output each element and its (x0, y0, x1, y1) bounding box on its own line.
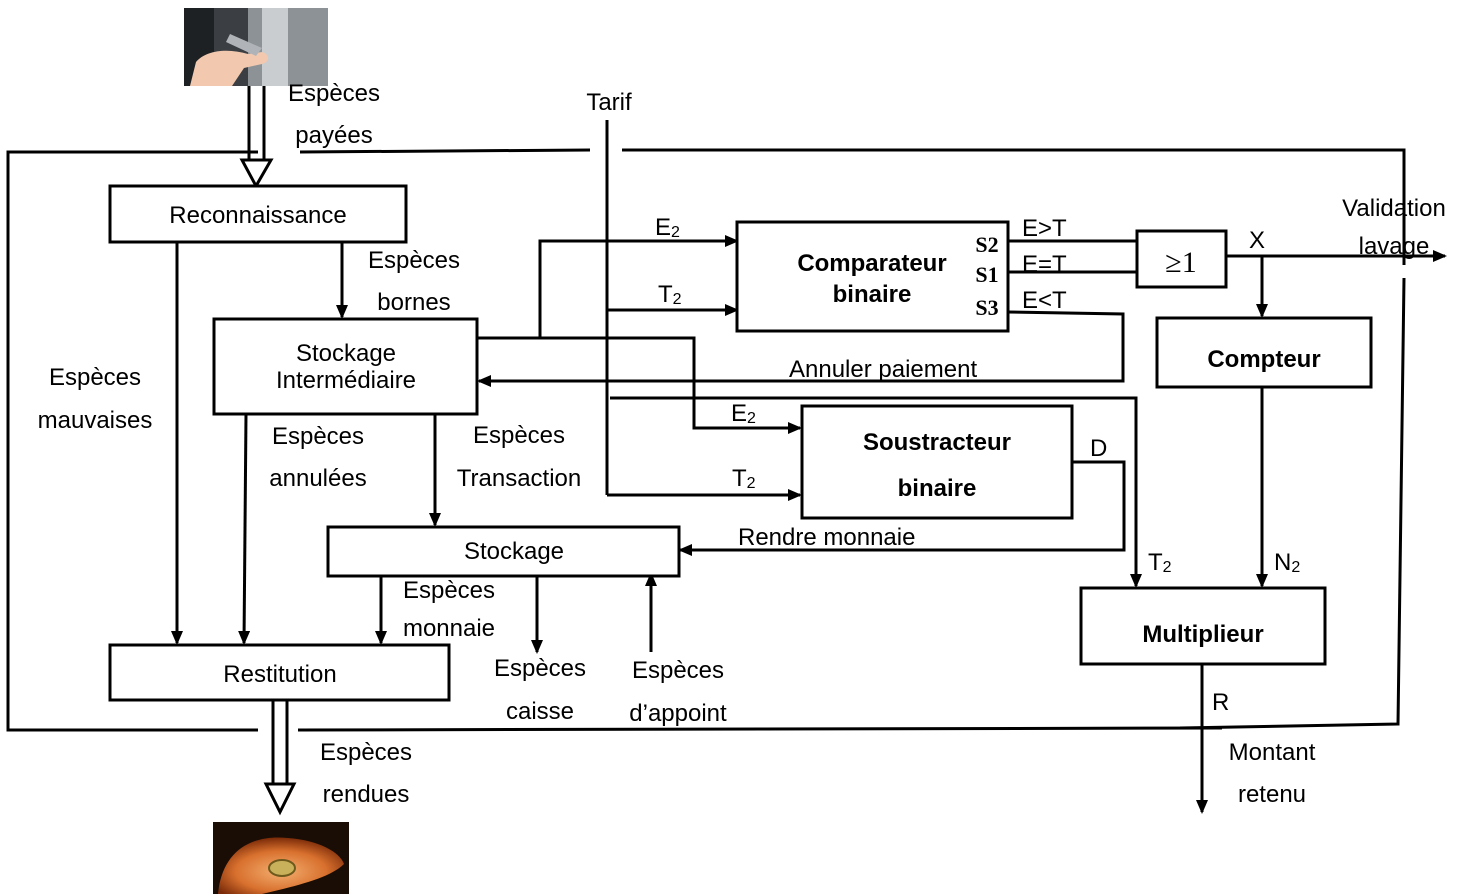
x-label: X (1249, 227, 1265, 254)
compteur-label: Compteur (1207, 346, 1320, 373)
especes-mauvaises-label-1: Espèces (49, 364, 141, 391)
tarif-label: Tarif (586, 89, 632, 116)
montant-label-1: Montant (1229, 739, 1316, 766)
t2-multiplieur-label: T2 (1148, 549, 1172, 576)
restitution-block (108, 643, 451, 702)
comparateur-label-1: Comparateur (797, 250, 946, 277)
especes-appoint-label-1: Espèces (632, 657, 724, 684)
t2-comparateur-label: T2 (658, 281, 682, 308)
especes-rendues-label-2: rendues (323, 781, 410, 808)
outer-loop-left (6, 150, 258, 732)
montant-label-2: retenu (1238, 781, 1306, 808)
d-label: D (1090, 435, 1107, 462)
port-s3: S3 (975, 295, 998, 320)
especes-payees-double-arrow (239, 86, 274, 190)
t2-to-multiplieur (610, 396, 1142, 588)
stockage-inter-label-1: Stockage (296, 340, 396, 367)
annuler-paiement-label: Annuler paiement (789, 356, 977, 383)
or-gate-label: ≥1 (1165, 246, 1196, 279)
soustracteur-label-2: binaire (898, 475, 977, 502)
restitution-label: Restitution (223, 661, 336, 688)
especes-annulees-label-1: Espèces (272, 423, 364, 450)
especes-transaction-label-1: Espèces (473, 422, 565, 449)
reconnaissance-block (108, 184, 408, 244)
outer-loop-top-mid (299, 148, 591, 154)
outer-loop-top-right (622, 148, 1406, 265)
port-s1: S1 (975, 262, 998, 287)
especes-annulees-label-2: annulées (269, 465, 366, 492)
rendre-monnaie-line (678, 460, 1126, 556)
especes-rendues-label-1: Espèces (320, 739, 412, 766)
egt-label: E>T (1022, 215, 1067, 242)
rendre-monnaie-label: Rendre monnaie (738, 524, 915, 551)
port-s2: S2 (975, 232, 998, 257)
stockage-label: Stockage (464, 538, 564, 565)
outer-loop-bottom (297, 726, 1223, 732)
outer-loop-right (1179, 277, 1406, 730)
especes-mauvaises-label-2: mauvaises (38, 407, 153, 434)
especes-bornes-label-2: bornes (377, 289, 450, 316)
coin-insert-photo (184, 8, 328, 86)
multiplieur-label: Multiplieur (1142, 621, 1263, 648)
e2-to-comparateur (477, 235, 739, 340)
especes-payees-label-1: Espèces (288, 80, 380, 107)
especes-rendues-double-arrow (263, 700, 297, 816)
especes-appoint-label-2: d’appoint (629, 700, 727, 727)
especes-payees-label-2: payées (295, 122, 372, 149)
soustracteur-label-1: Soustracteur (863, 429, 1011, 456)
stockage-intermediaire-block (212, 317, 479, 416)
validation-label-1: Validation (1342, 195, 1446, 222)
soustracteur-block (800, 404, 1074, 520)
coin-return-photo (213, 822, 349, 894)
especes-monnaie-label-2: monnaie (403, 615, 495, 642)
stockage-block (326, 525, 681, 578)
comparateur-label-2: binaire (833, 281, 912, 308)
annuler-paiement-line (477, 310, 1125, 387)
especes-transaction-label-2: Transaction (457, 465, 582, 492)
e2-comparateur-label: E2 (655, 214, 680, 241)
e2-soustracteur-label: E2 (731, 400, 756, 427)
reconnaissance-label: Reconnaissance (169, 202, 346, 229)
validation-label-2: lavage (1359, 233, 1430, 260)
especes-bornes-label-1: Espèces (368, 247, 460, 274)
r-label: R (1212, 689, 1229, 716)
especes-annulees-arrow (238, 413, 251, 645)
comparateur-block (735, 220, 1010, 333)
compteur-block (1155, 316, 1373, 389)
or-gate-block (1135, 229, 1228, 289)
t2-soustracteur-label: T2 (732, 465, 756, 492)
especes-caisse-label-2: caisse (506, 698, 574, 725)
especes-caisse-label-1: Espèces (494, 655, 586, 682)
e2-to-soustracteur (540, 336, 802, 434)
eeqt-label: E=T (1022, 251, 1067, 278)
multiplieur-block (1079, 586, 1327, 666)
n2-multiplieur-label: N2 (1274, 549, 1300, 576)
stockage-inter-label-2: Intermédiaire (276, 367, 416, 394)
elt-label: E<T (1022, 287, 1067, 314)
especes-monnaie-label-1: Espèces (403, 577, 495, 604)
